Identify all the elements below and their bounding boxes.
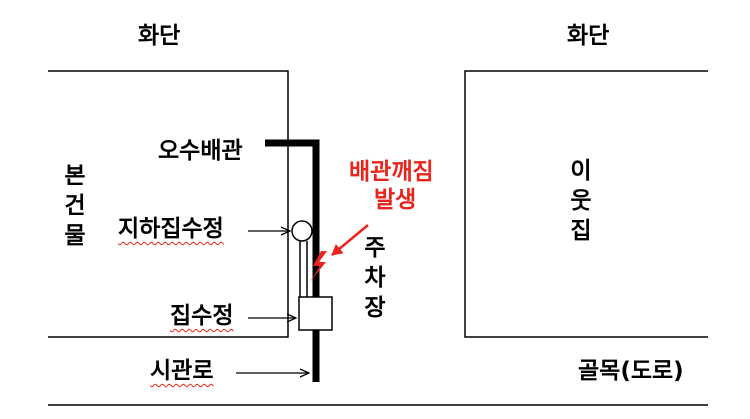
main-building-outline — [48, 70, 289, 338]
break-callout-arrow — [331, 224, 369, 256]
pipe-break-label-line2: 발생 — [374, 187, 417, 213]
underground-sump-text: 지하집수정 — [118, 216, 224, 242]
alley-road-label: 골목(도로) — [578, 358, 684, 384]
city-pipe-label: 시관로 — [150, 360, 213, 383]
lightning-bolt-icon — [310, 251, 327, 282]
sump-box — [298, 296, 333, 331]
flowerbed-left-label: 화단 — [138, 23, 181, 49]
sump-label: 집수정 — [170, 305, 233, 328]
underground-sump-label: 지하집수정 — [118, 218, 224, 241]
flowerbed-right-label: 화단 — [567, 23, 610, 49]
city-pipe-text: 시관로 — [150, 358, 214, 384]
sump-text: 집수정 — [170, 303, 234, 329]
pipe-break-label-line1: 배관깨짐 — [349, 159, 434, 185]
sewage-pipe — [265, 139, 320, 382]
sewage-pipe-label: 오수배관 — [158, 138, 243, 164]
neighbor-house-outline — [464, 70, 708, 338]
underground-sump-symbol — [291, 220, 313, 242]
